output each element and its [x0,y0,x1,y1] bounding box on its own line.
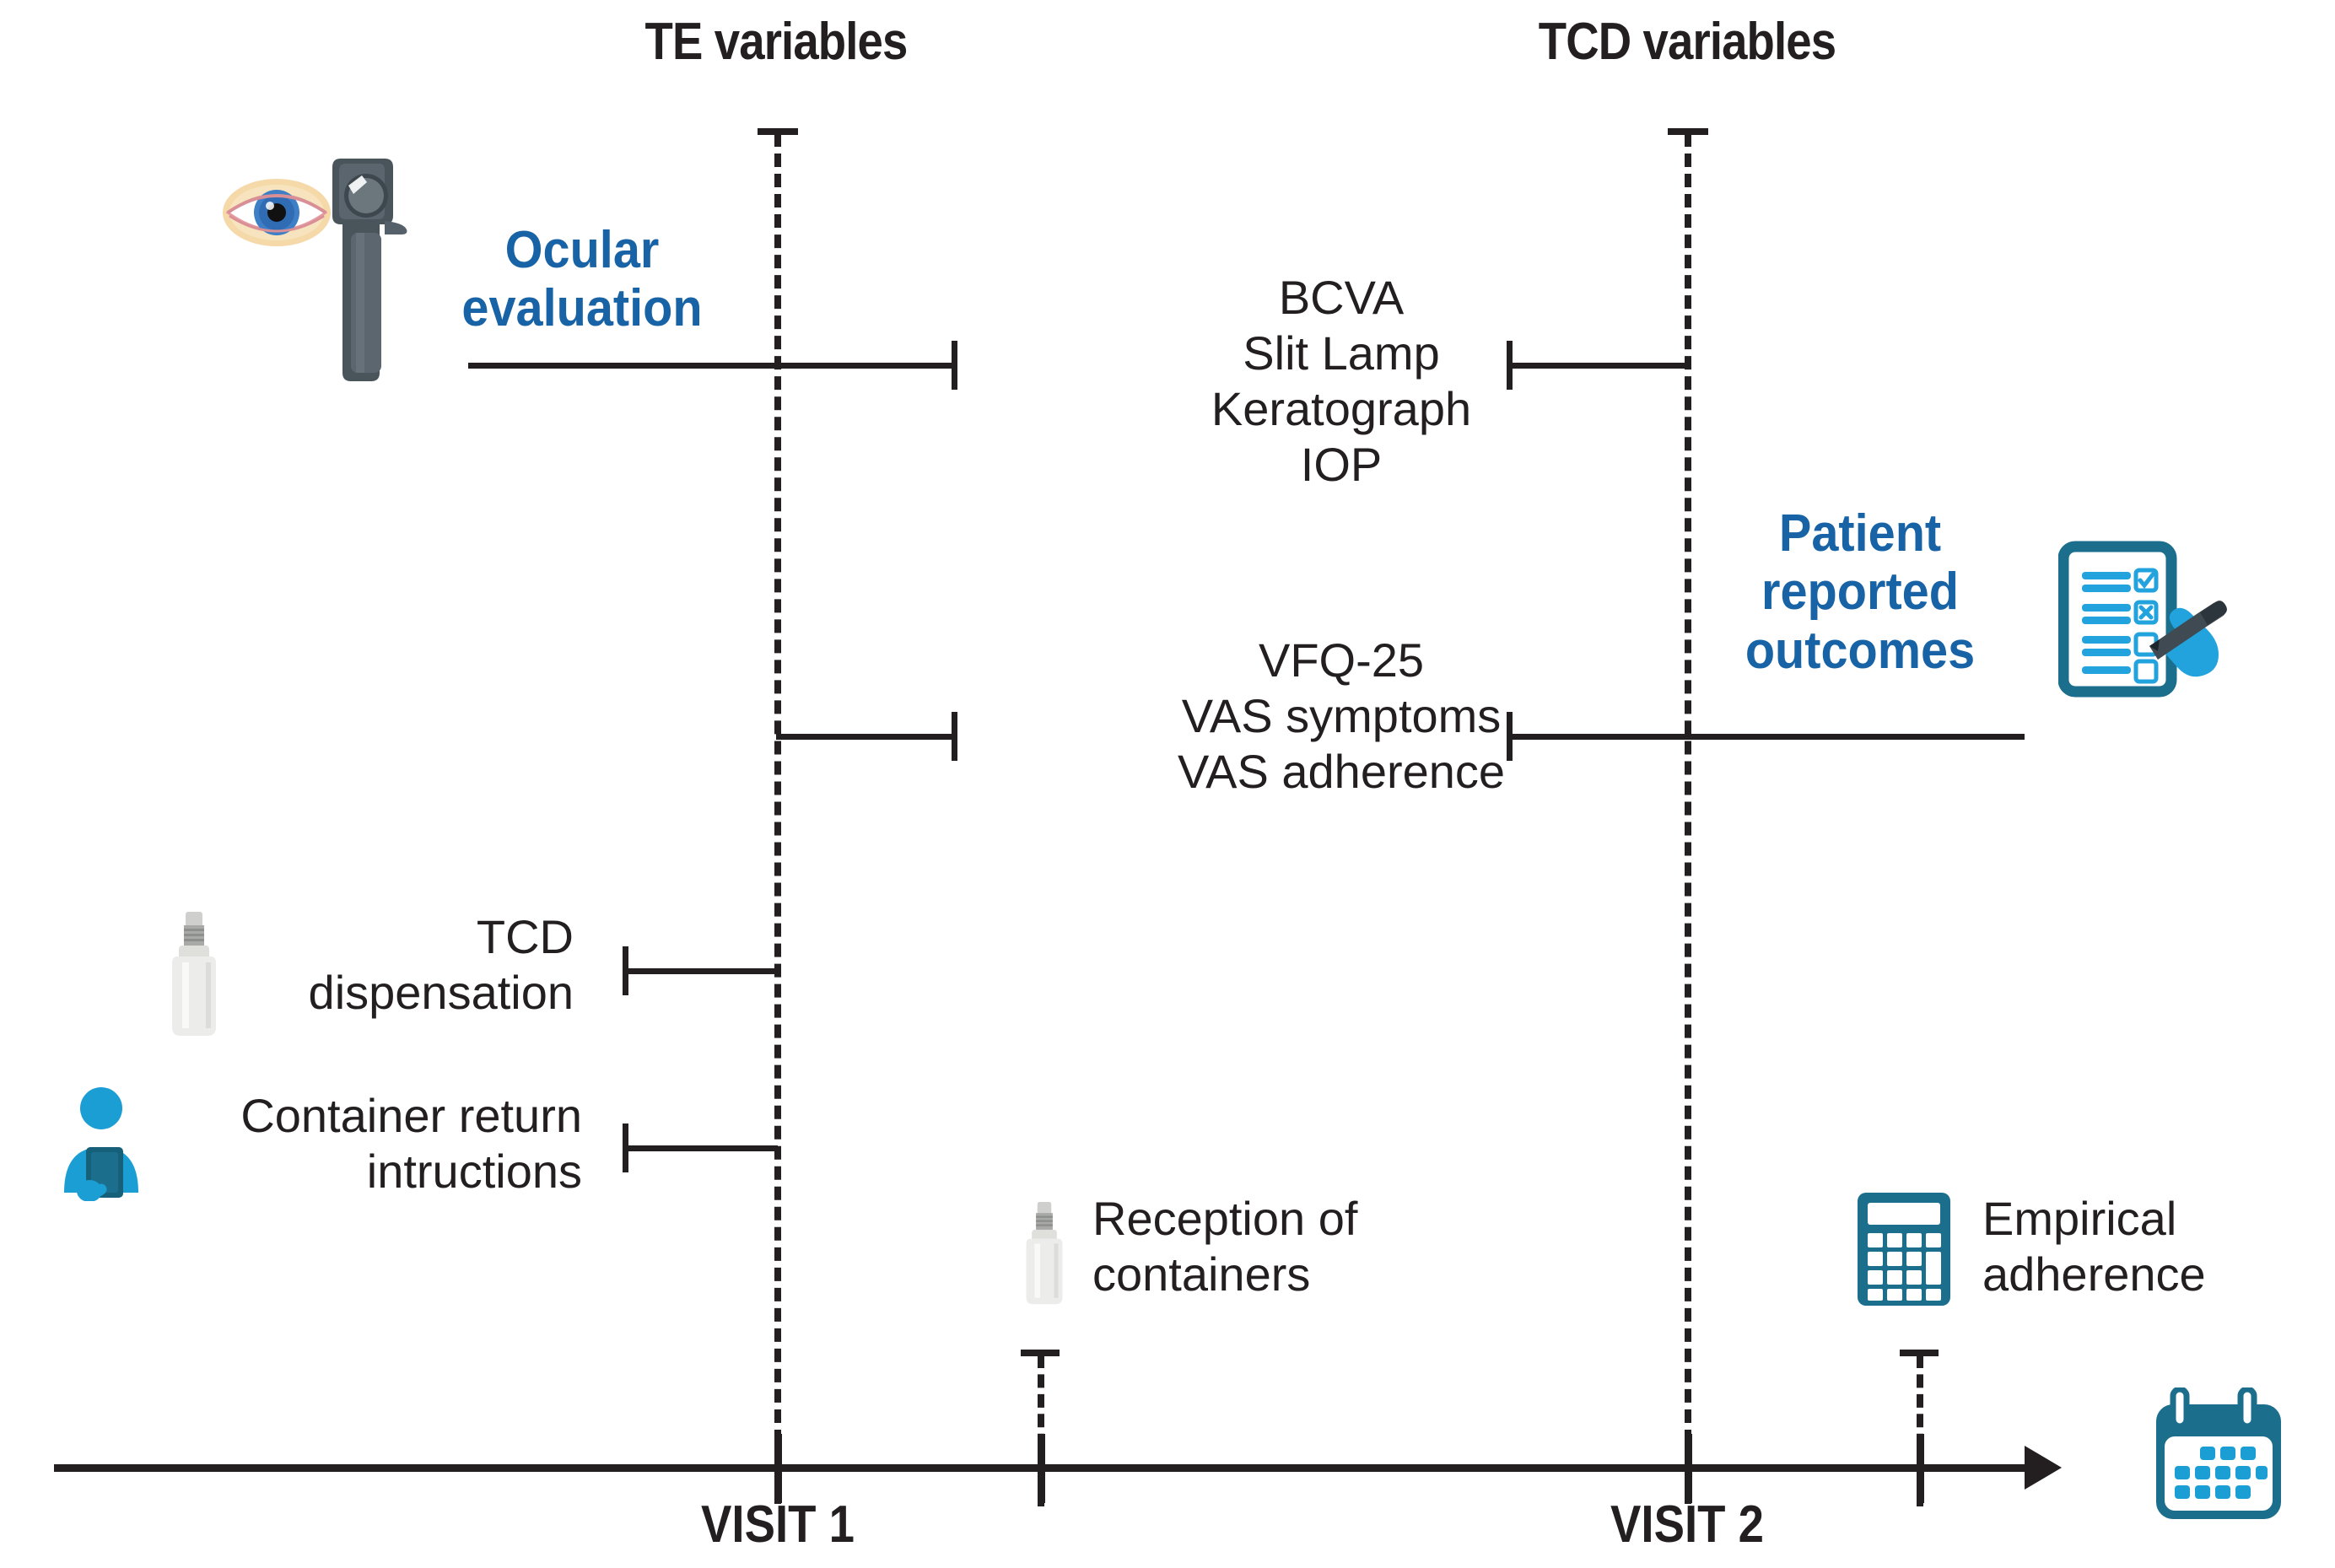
pro-left-bracket [776,734,957,740]
te-ocular-variables-list: BCVA Slit Lamp Keratograph IOP [1211,271,1472,492]
container-return-label: Container return intructions [240,1089,582,1199]
tcd-dispensation-bracket-tick [623,946,628,995]
clipboard-survey-icon [2057,540,2244,700]
visit2-label: VISIT 2 [1610,1495,1764,1554]
eyedrop-bottle-icon-reception [1017,1198,1072,1309]
visit2-dash-cap [1668,128,1708,135]
axis-tick-reception [1038,1434,1045,1503]
pro-left-bracket-tick [952,712,957,761]
empirical-adherence-label: Empirical adherence [1982,1192,2206,1301]
calculator-icon [1854,1189,1954,1309]
pro-label-underline [1687,734,2025,740]
person-clipboard-icon [52,1086,154,1202]
pro-right-bracket-tick [1507,712,1513,761]
visit2-dashed-line [1685,133,1691,1504]
visit1-dashed-line [774,133,781,1504]
visit1-dash-cap [758,128,798,135]
visit1-label: VISIT 1 [701,1495,855,1554]
tcd-ocular-bracket [1510,363,1689,369]
timeline-arrow-icon [2025,1446,2062,1490]
ocular-evaluation-bracket [468,363,957,369]
reception-of-containers-label: Reception of containers [1092,1192,1358,1301]
patient-reported-outcomes-label: Patient reported outcomes [1745,504,1976,680]
pro-right-bracket-inner [1510,734,1689,740]
calendar-icon [2143,1386,2295,1531]
axis-tick-visit1 [774,1434,782,1503]
column-title-tcd: TCD variables [1538,13,1836,71]
container-return-bracket [624,1145,778,1151]
column-title-te: TE variables [644,13,909,71]
ocular-evaluation-label: Ocular evaluation [461,221,703,338]
eye-icon [221,169,332,256]
reception-dash-cap [1021,1350,1060,1356]
pro-variables-list: VFQ-25 VAS symptoms VAS adherence [1177,633,1506,799]
tcd-ocular-bracket-tick [1507,341,1513,390]
axis-tick-adherence [1917,1434,1924,1503]
tcd-dispensation-bracket [624,968,778,974]
reception-dashed-line [1038,1355,1044,1506]
eyedrop-bottle-icon-dispensation [160,907,228,1042]
adherence-dashed-line [1917,1355,1923,1506]
ocular-evaluation-bracket-tick [952,341,957,390]
axis-tick-visit2 [1685,1434,1692,1503]
adherence-dash-cap [1900,1350,1939,1356]
ophthalmoscope-icon [312,152,422,388]
tcd-dispensation-label: TCD dispensation [308,910,574,1020]
container-return-bracket-tick [623,1123,628,1172]
